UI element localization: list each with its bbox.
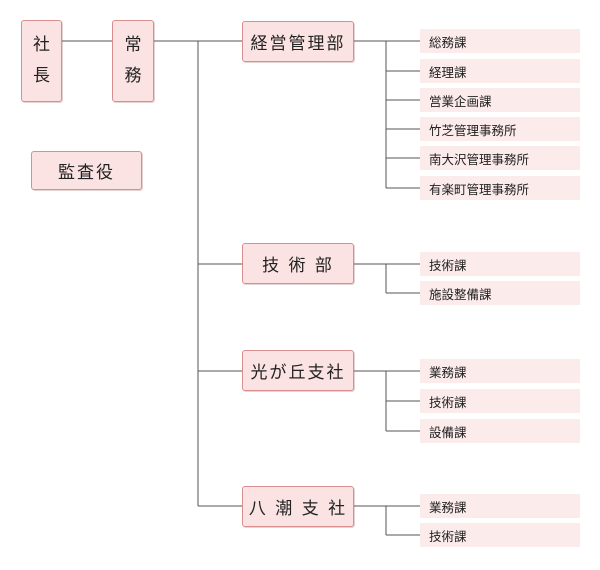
section-item: 有楽町管理事務所 [420,176,580,200]
section-item: 業務課 [420,359,580,383]
managing-director-char-1: 常 [124,35,142,55]
department-yashio-branch: 八 潮 支 社 [242,486,354,527]
section-item: 技術課 [420,389,580,413]
president-char-1: 社 [33,35,50,55]
section-item: 施設整備課 [420,281,580,305]
managing-director-box: 常 務 [112,20,154,102]
president-box: 社 長 [21,20,62,102]
president-char-2: 長 [33,66,50,86]
section-item: 技術課 [420,523,580,547]
section-item: 設備課 [420,419,580,443]
section-item: 南大沢管理事務所 [420,146,580,170]
section-item: 業務課 [420,494,580,518]
department-hikarigaoka-branch: 光が丘支社 [242,350,354,391]
section-item: 総務課 [420,29,580,53]
section-item: 経理課 [420,59,580,83]
auditor-box: 監査役 [31,151,142,190]
managing-director-char-2: 務 [124,66,142,86]
section-item: 技術課 [420,252,580,276]
department-gijutsu: 技 術 部 [242,243,354,284]
department-keiei-kanri: 経営管理部 [242,21,354,62]
section-item: 営業企画課 [420,88,580,112]
section-item: 竹芝管理事務所 [420,117,580,141]
